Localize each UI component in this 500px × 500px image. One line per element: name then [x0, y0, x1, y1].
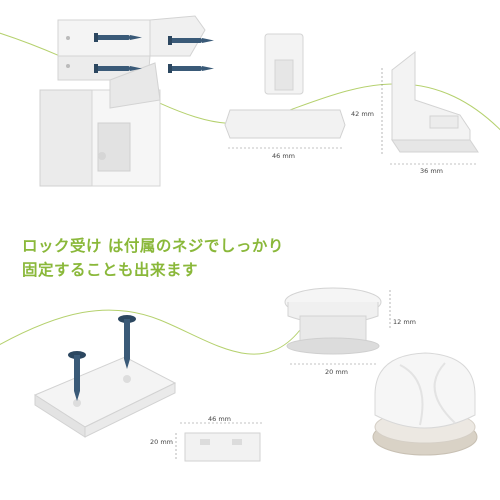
caption-line-2: 固定することも出来ます [22, 261, 199, 279]
lock-side-illustration [381, 50, 479, 165]
catch-illustration [224, 33, 346, 149]
plate-illustration [175, 422, 262, 462]
plate-width-label: 46 mm [208, 415, 232, 423]
key-cap-illustration [284, 287, 391, 365]
lock-depth-label: 36 mm [420, 167, 444, 175]
key-width-label: 20 mm [325, 368, 349, 376]
catch-with-screws-illustration [33, 315, 177, 438]
magnetic-key-illustration [372, 352, 478, 456]
caption-line-1: ロック受け は付属のネジでしっかり [22, 237, 284, 255]
screw-icon [68, 351, 86, 401]
curve-bottom [0, 309, 301, 355]
key-height-label: 12 mm [393, 318, 417, 326]
plate-height-label: 20 mm [150, 438, 174, 446]
lock-height-label: 42 mm [351, 110, 375, 118]
screw-icon [94, 33, 142, 42]
lock-assembly-illustration [39, 15, 214, 187]
catch-width-label: 46 mm [272, 152, 296, 160]
